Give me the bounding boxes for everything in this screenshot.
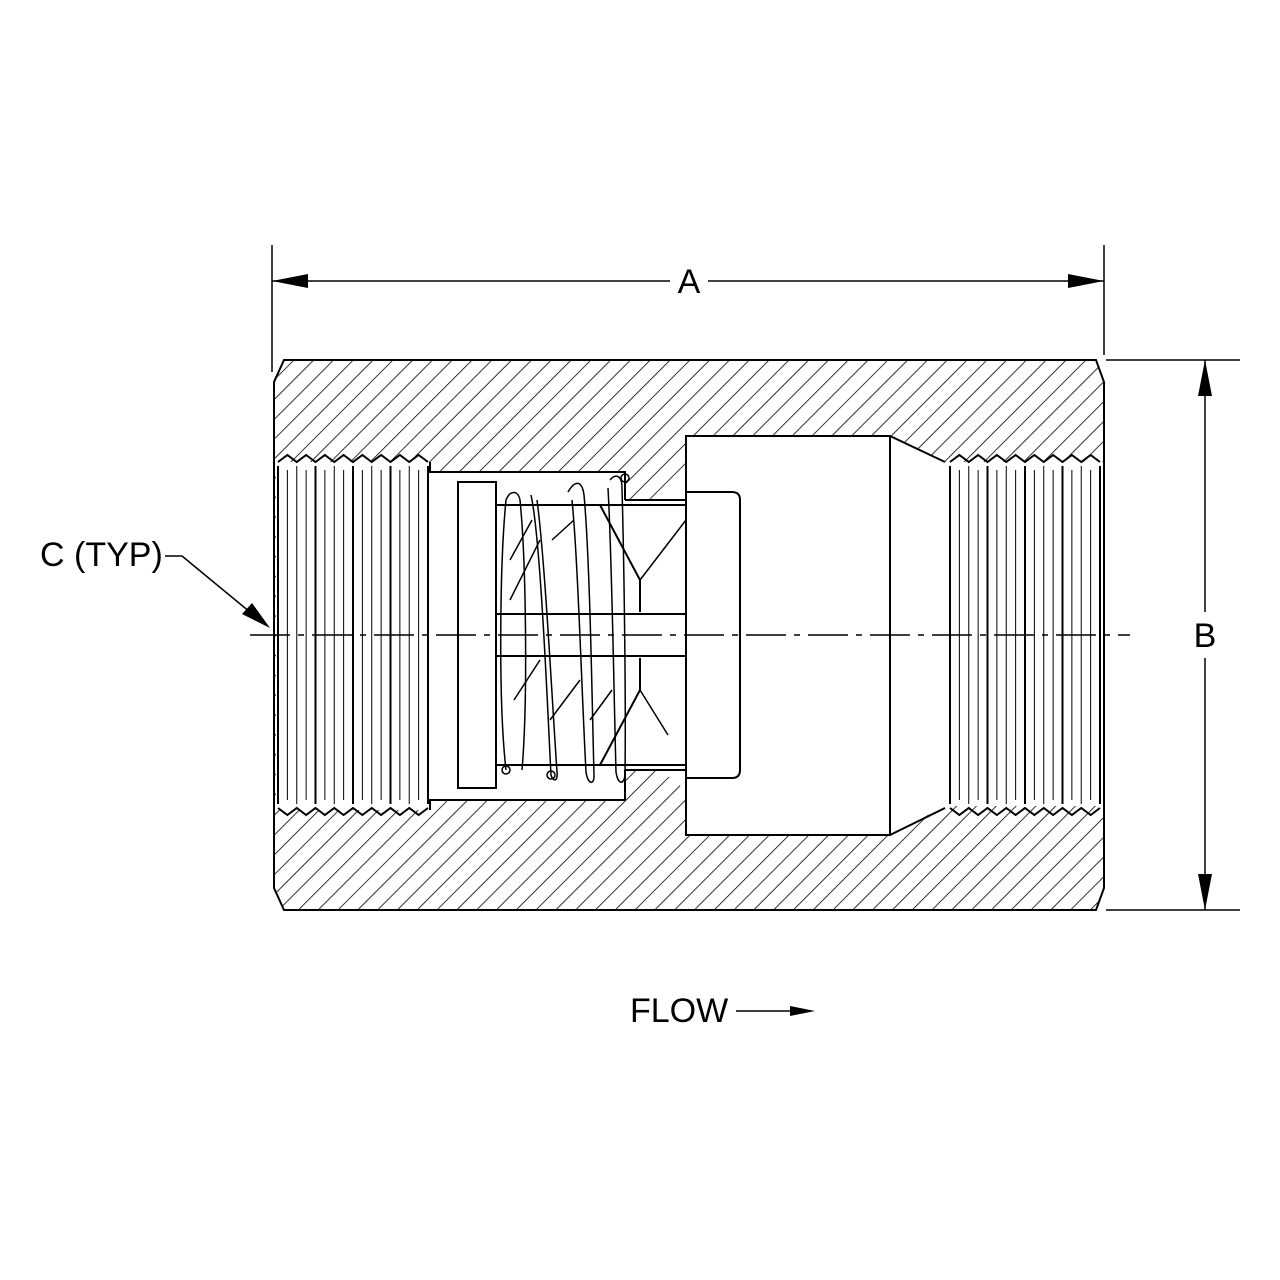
- flow-label: FLOW: [630, 992, 728, 1030]
- flow-indicator: FLOW: [630, 992, 815, 1030]
- callout-c-label: C (TYP): [40, 536, 163, 574]
- dimension-a: A: [271, 245, 1105, 372]
- callout-c: C (TYP): [40, 536, 270, 628]
- dimension-b-label: B: [1194, 617, 1217, 655]
- cavity-outline: [429, 435, 946, 836]
- dimension-b: B: [1106, 359, 1240, 911]
- valve-body: [273, 359, 1105, 911]
- left-thread: [277, 453, 429, 817]
- dimension-a-label: A: [678, 263, 701, 301]
- arrow-right-icon: [736, 1006, 815, 1016]
